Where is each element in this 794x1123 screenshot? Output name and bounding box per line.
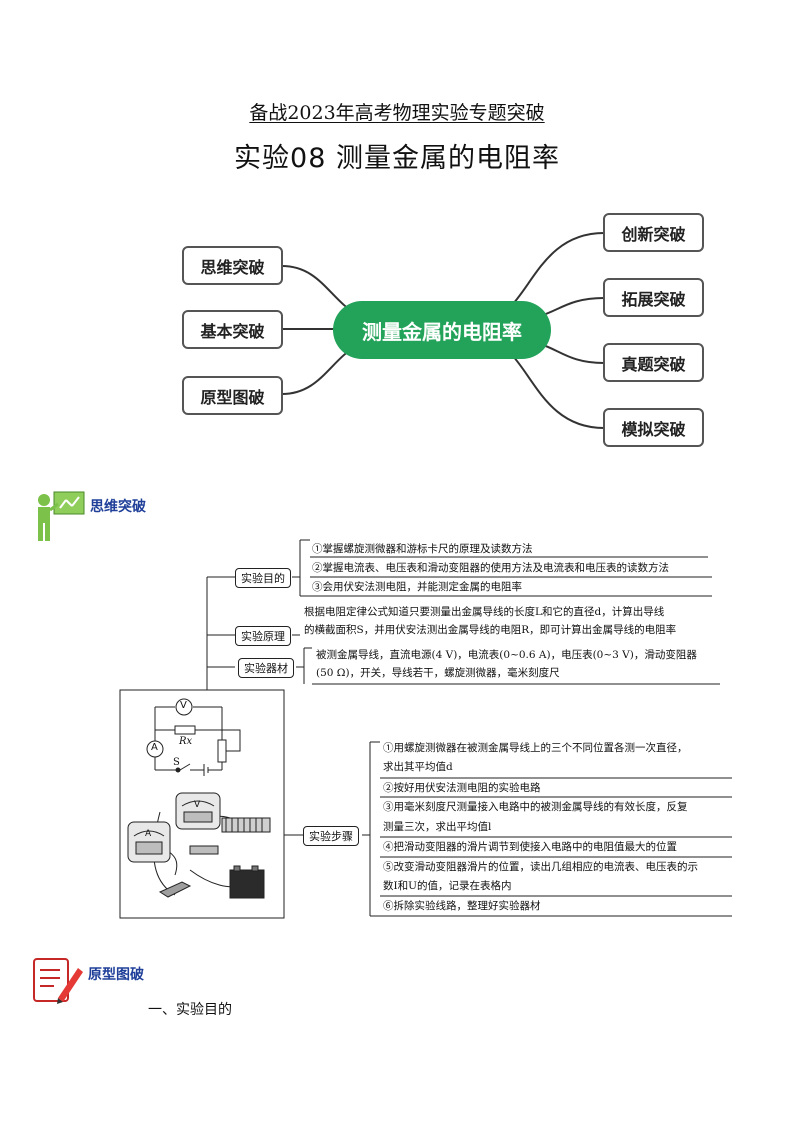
step-item-cont: 数I和U的值，记录在表格内 — [383, 880, 512, 892]
step-item: ⑤改变滑动变阻器滑片的位置，读出几组相应的电流表、电压表的示 — [383, 861, 698, 873]
ammeter-label: A — [151, 742, 158, 753]
tag-equipment: 实验器材 — [238, 658, 294, 678]
step-item-cont: 求出其平均值d — [383, 761, 453, 773]
step-item-cont: 测量三次，求出平均值l — [383, 821, 492, 833]
section-label-thinking: 思维突破 — [90, 499, 146, 515]
equipment-line: (50 Ω)，开关，导线若干，螺旋测微器，毫米刻度尺 — [316, 667, 560, 679]
step-item: ①用螺旋测微器在被测金属导线上的三个不同位置各测一次直径， — [383, 742, 688, 754]
mindmap-node-prototype: 原型图破 — [182, 376, 283, 415]
step-item: ⑥拆除实验线路，整理好实验器材 — [383, 900, 541, 912]
document-subtitle: 备战2023年高考物理实验专题突破 — [249, 102, 545, 124]
apparatus-voltmeter-label: V — [194, 800, 201, 810]
equipment-line: 被测金属导线，直流电源(4 V)，电流表(0~0.6 A)，电压表(0~3 V)… — [316, 649, 697, 661]
mindmap-node-real-exam: 真题突破 — [603, 343, 704, 382]
heading-experiment-purpose: 一、实验目的 — [148, 1002, 232, 1018]
tag-steps: 实验步骤 — [303, 826, 359, 846]
mindmap-node-innovation: 创新突破 — [603, 213, 704, 252]
section-label-prototype: 原型图破 — [88, 967, 144, 983]
tag-purpose: 实验目的 — [235, 568, 291, 588]
mindmap-center: 测量金属的电阻率 — [333, 301, 551, 359]
mindmap-node-extension: 拓展突破 — [603, 278, 704, 317]
mindmap-node-thinking: 思维突破 — [182, 246, 283, 285]
purpose-item: ③会用伏安法测电阻，并能测定金属的电阻率 — [312, 581, 522, 593]
step-item: ③用毫米刻度尺测量接入电路中的被测金属导线的有效长度，反复 — [383, 801, 688, 813]
purpose-item: ②掌握电流表、电压表和滑动变阻器的使用方法及电流表和电压表的读数方法 — [312, 562, 669, 574]
purpose-item: ①掌握螺旋测微器和游标卡尺的原理及读数方法 — [312, 543, 533, 555]
resistor-label: Rx — [179, 736, 193, 747]
mindmap-node-basic: 基本突破 — [182, 310, 283, 349]
apparatus-ammeter-label: A — [145, 829, 152, 839]
switch-label: S — [173, 757, 180, 768]
mindmap-node-mock: 模拟突破 — [603, 408, 704, 447]
principle-line: 根据电阻定律公式知道只要测量出金属导线的长度L和它的直径d，计算出导线 — [304, 606, 665, 618]
document-title: 实验08 测量金属的电阻率 — [234, 143, 560, 174]
voltmeter-label: V — [180, 700, 187, 711]
step-item: ④把滑动变阻器的滑片调节到使接入电路中的电阻值最大的位置 — [383, 841, 677, 853]
principle-line: 的横截面积S，并用伏安法测出金属导线的电阻R，即可计算出金属导线的电阻率 — [304, 624, 677, 636]
tag-principle: 实验原理 — [235, 626, 291, 646]
step-item: ②按好用伏安法测电阻的实验电路 — [383, 782, 541, 794]
